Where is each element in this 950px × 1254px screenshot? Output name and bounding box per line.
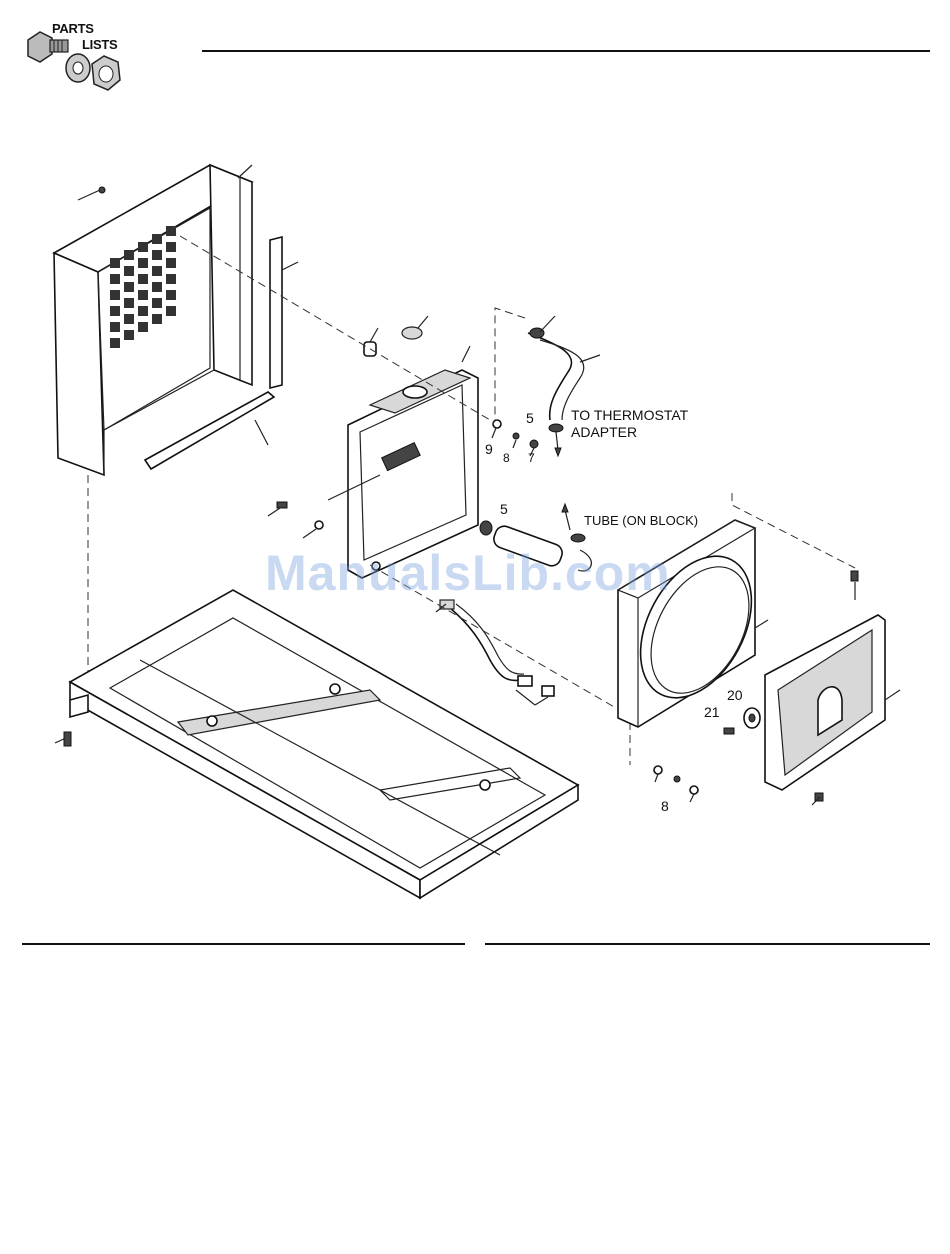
callout-5-lower: 5 [500,502,508,516]
radiator-cap [364,316,428,356]
callout-7: 7 [528,452,535,464]
duct-enclosure [54,165,252,475]
callout-20: 20 [727,688,743,702]
callout-8-lower: 8 [661,799,669,813]
bottom-rule-right [485,943,930,945]
fan-guard [765,571,900,805]
watermark: ManualsLib.com [265,544,671,602]
note-to-thermostat: TO THERMOSTAT [571,408,688,422]
callout-5-upper: 5 [526,411,534,425]
note-adapter: ADAPTER [571,425,637,439]
base-frame [55,590,578,898]
callout-21: 21 [704,705,720,719]
drain-hose [436,600,554,705]
note-tube-on-block: TUBE (ON BLOCK) [584,514,698,527]
callout-8-upper: 8 [503,452,510,464]
callout-9: 9 [485,442,493,456]
bottom-rule-left [22,943,465,945]
